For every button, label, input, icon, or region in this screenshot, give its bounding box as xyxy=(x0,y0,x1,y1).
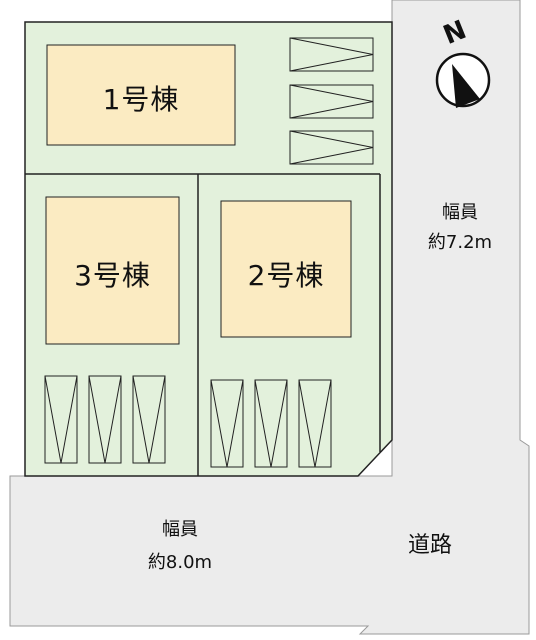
parking-space xyxy=(289,130,374,165)
south-road-width-value: 約8.0m xyxy=(147,552,213,573)
building-2 xyxy=(220,200,352,338)
east-road-width-label: 幅員 xyxy=(442,202,478,223)
building-2-label: 2号棟 xyxy=(247,259,325,292)
parking-space xyxy=(289,84,374,119)
east-road-width-value: 約7.2m xyxy=(427,232,493,253)
parking-spaces-building-1 xyxy=(289,37,374,165)
buildings xyxy=(45,44,352,345)
parking-space xyxy=(210,379,244,468)
parking-spaces-building-3 xyxy=(44,375,166,464)
north-arrow-icon xyxy=(435,52,491,108)
building-3 xyxy=(45,196,180,345)
road-name-label: 道路 xyxy=(407,533,452,558)
parking-space xyxy=(132,375,166,464)
parking-space xyxy=(289,37,374,72)
south-road-width-label: 幅員 xyxy=(162,519,198,540)
building-3-label: 3号棟 xyxy=(74,259,151,292)
building-1 xyxy=(46,44,236,146)
parking-space xyxy=(298,379,332,468)
parking-spaces-building-2 xyxy=(210,379,332,468)
parking-space xyxy=(88,375,122,464)
building-1-label: 1号棟 xyxy=(102,83,180,116)
parking-space xyxy=(254,379,288,468)
parking-space xyxy=(44,375,78,464)
